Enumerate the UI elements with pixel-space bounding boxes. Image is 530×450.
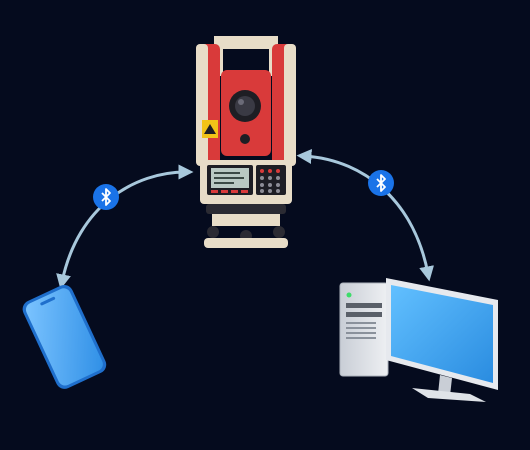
link-station-computer (296, 148, 434, 282)
desktop-computer-icon (339, 278, 498, 402)
bluetooth-icon (368, 170, 394, 196)
total-station-icon (196, 36, 296, 248)
smartphone-icon (22, 284, 107, 389)
bluetooth-icon (93, 184, 119, 210)
link-station-phone (56, 164, 194, 290)
